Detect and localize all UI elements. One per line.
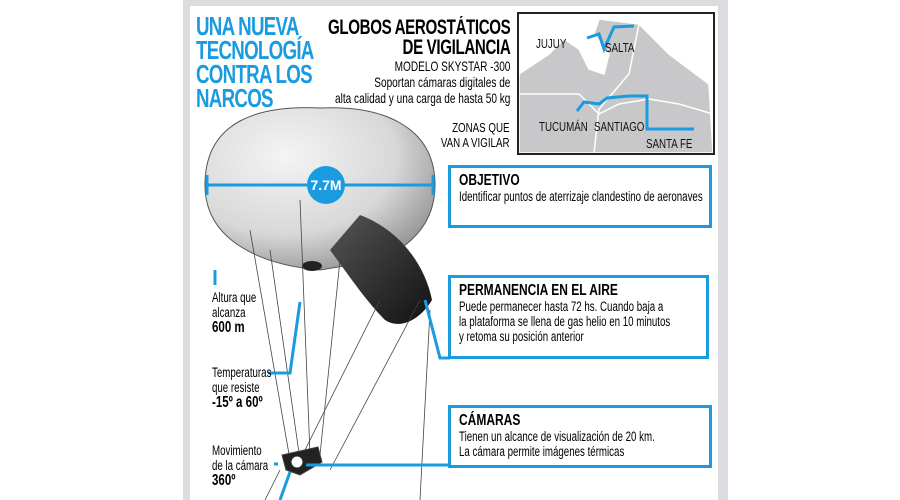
box-text: Identificar puntos de aterrizaje clandes… <box>459 189 703 204</box>
headline-line: NARCOS <box>196 83 274 113</box>
headline-line: UNA NUEVA <box>196 11 299 41</box>
spec-label: que resiste <box>212 380 260 395</box>
headline: UNA NUEVA TECNOLOGÍA CONTRA LOS NARCOS <box>196 11 314 113</box>
balloon-tail <box>330 215 432 324</box>
map-label-tucuman: TUCUMÁN <box>539 119 588 134</box>
objetivo-box: OBJETIVO Identificar puntos de aterrizaj… <box>448 165 712 228</box>
camaras-box: CÁMARAS Tienen un alcance de visualizaci… <box>448 405 712 468</box>
spec-temperatura: Temperaturas que resiste -15º a 60º <box>212 365 272 411</box>
box-title: CÁMARAS <box>459 412 521 429</box>
spec-label: Temperaturas <box>212 365 272 380</box>
spec-value: 360º <box>212 472 236 489</box>
spec-value: 600 m <box>212 319 245 336</box>
frame-right <box>718 0 728 500</box>
title-line: GLOBOS AEROSTÁTICOS <box>327 16 511 39</box>
permanencia-box: PERMANENCIA EN EL AIRE Puede permanecer … <box>448 275 709 359</box>
headline-line: CONTRA LOS <box>196 59 313 89</box>
box-text: y retoma su posición anterior <box>459 329 584 344</box>
title-line: DE VIGILANCIA <box>402 36 510 59</box>
balloon-valve <box>302 261 322 271</box>
zones-map: JUJUY SALTA TUCUMÁN SANTIAGO SANTA FE <box>517 12 715 155</box>
subhead: GLOBOS AEROSTÁTICOS DE VIGILANCIA MODELO… <box>257 16 511 106</box>
box-title: OBJETIVO <box>459 172 520 189</box>
box-text: La cámara permite imágenes térmicas <box>459 444 625 459</box>
map-label-santa-fe: SANTA FE <box>646 136 693 151</box>
map-label-santiago: SANTIAGO <box>594 119 645 134</box>
map-shape <box>519 18 713 153</box>
frame-left <box>183 0 190 500</box>
box-title: PERMANENCIA EN EL AIRE <box>459 282 618 299</box>
spec-value: -15º a 60º <box>212 394 263 411</box>
description-line: Soportan cámaras digitales de <box>373 74 510 90</box>
tether-lines <box>249 199 431 500</box>
spec-altura: Altura que alcanza 600 m <box>212 290 257 336</box>
spec-label: de la cámara <box>212 458 269 473</box>
zones-label: ZONAS QUE VAN A VIGILAR <box>441 120 510 150</box>
box-text: la plataforma se llena de gas helio en 1… <box>459 314 671 329</box>
frame-top <box>183 0 728 6</box>
map-label-jujuy: JUJUY <box>536 36 567 51</box>
box-text: Puede permanecer hasta 72 hs. Cuando baj… <box>459 299 664 314</box>
zones-label-line: VAN A VIGILAR <box>441 135 510 150</box>
spec-label: Altura que <box>212 290 257 305</box>
zones-label-line: ZONAS QUE <box>452 120 510 135</box>
diameter-badge <box>307 166 345 204</box>
diameter-label: 7.7M <box>310 177 342 193</box>
model-label: MODELO SKYSTAR -300 <box>394 58 510 74</box>
map-label-salta: SALTA <box>605 40 635 55</box>
camera-lens <box>290 455 304 469</box>
box-text: Tienen un alcance de visualización de 20… <box>459 429 655 444</box>
headline-line: TECNOLOGÍA <box>196 35 314 65</box>
spec-movimiento: Movimiento de la cámara 360º <box>212 443 269 489</box>
spec-label: Movimiento <box>212 443 262 458</box>
spec-label: alcanza <box>212 305 246 320</box>
description-line: alta calidad y una carga de hasta 50 kg <box>334 90 510 106</box>
